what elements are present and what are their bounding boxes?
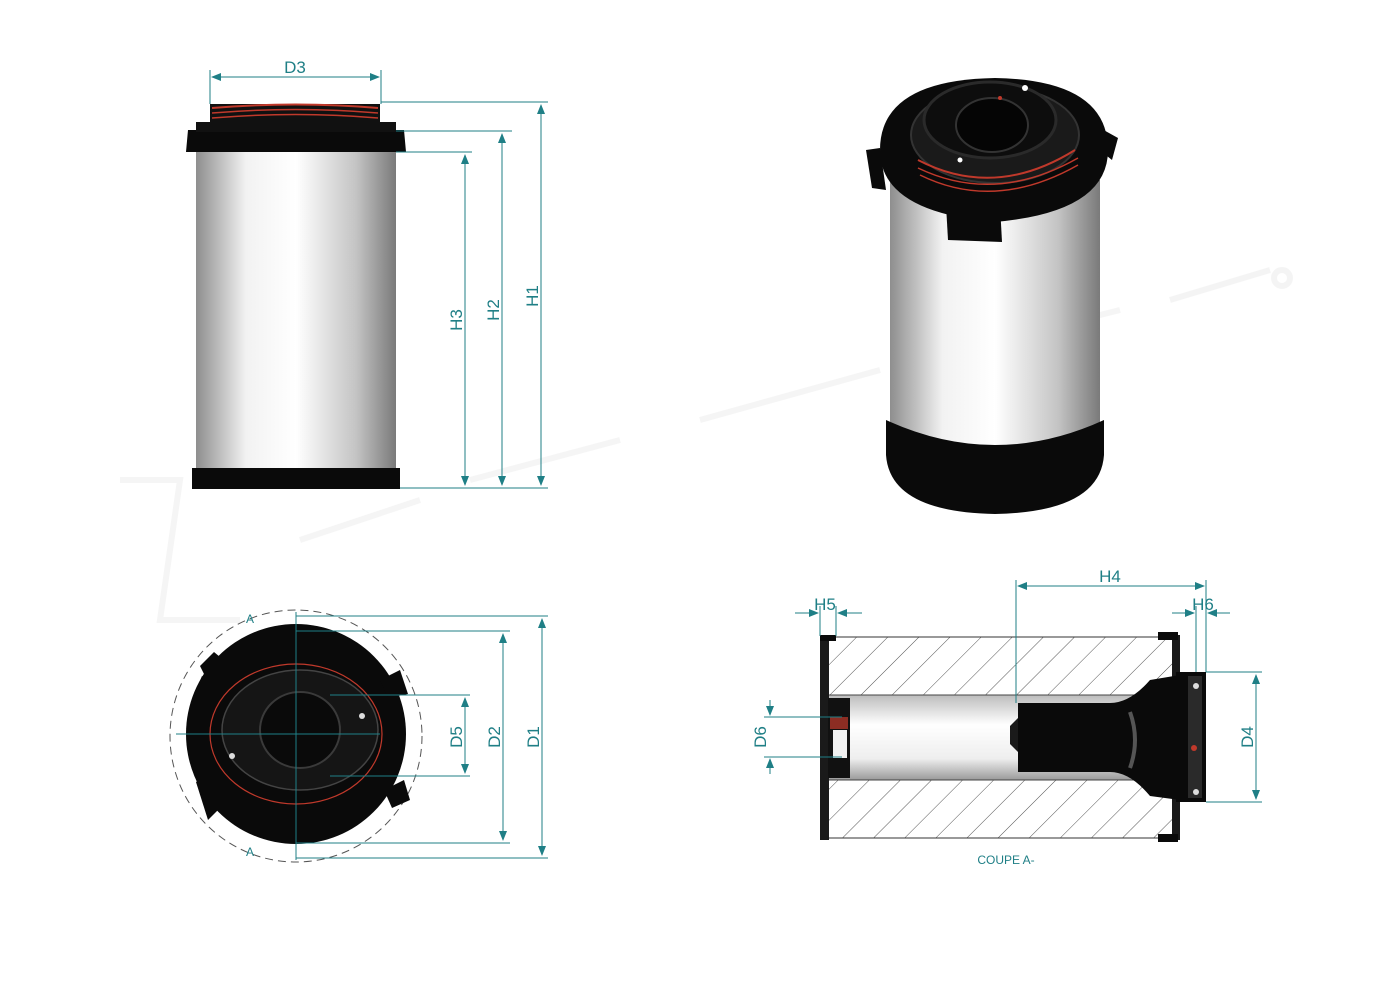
media-upper [825, 636, 1175, 696]
dim-h4: H4 [1099, 567, 1121, 586]
watermark [120, 267, 1293, 623]
bottom-cap [192, 468, 400, 489]
dim-d3: D3 [284, 58, 306, 77]
top-cap [186, 130, 406, 152]
dim-h5: H5 [814, 595, 836, 614]
dim-d2: D2 [485, 726, 504, 748]
dim-d6: D6 [751, 726, 770, 748]
dim-h6: H6 [1192, 595, 1214, 614]
media-lower [825, 779, 1175, 839]
front-view: D3 H3 H2 H1 [186, 58, 548, 489]
isometric-view [866, 78, 1118, 514]
dim-h1: H1 [523, 285, 542, 307]
dim-h3: H3 [447, 309, 466, 331]
dim-h2: H2 [484, 299, 503, 321]
thread-ring [210, 104, 380, 122]
filter-body [196, 152, 396, 468]
section-mark-top: A [246, 612, 254, 626]
dim-d5: D5 [447, 726, 466, 748]
section-caption: COUPE A- [977, 853, 1034, 867]
section-view: H4 H5 H6 D4 D6 COUPE A- [751, 567, 1262, 867]
dim-d4: D4 [1238, 726, 1257, 748]
end-view: A A D5 D2 D1 [169, 609, 548, 863]
iso-bottom-cap [886, 420, 1104, 514]
section-mark-bottom: A [246, 845, 254, 859]
outlet-tube [1018, 675, 1180, 800]
dim-d1: D1 [524, 726, 543, 748]
